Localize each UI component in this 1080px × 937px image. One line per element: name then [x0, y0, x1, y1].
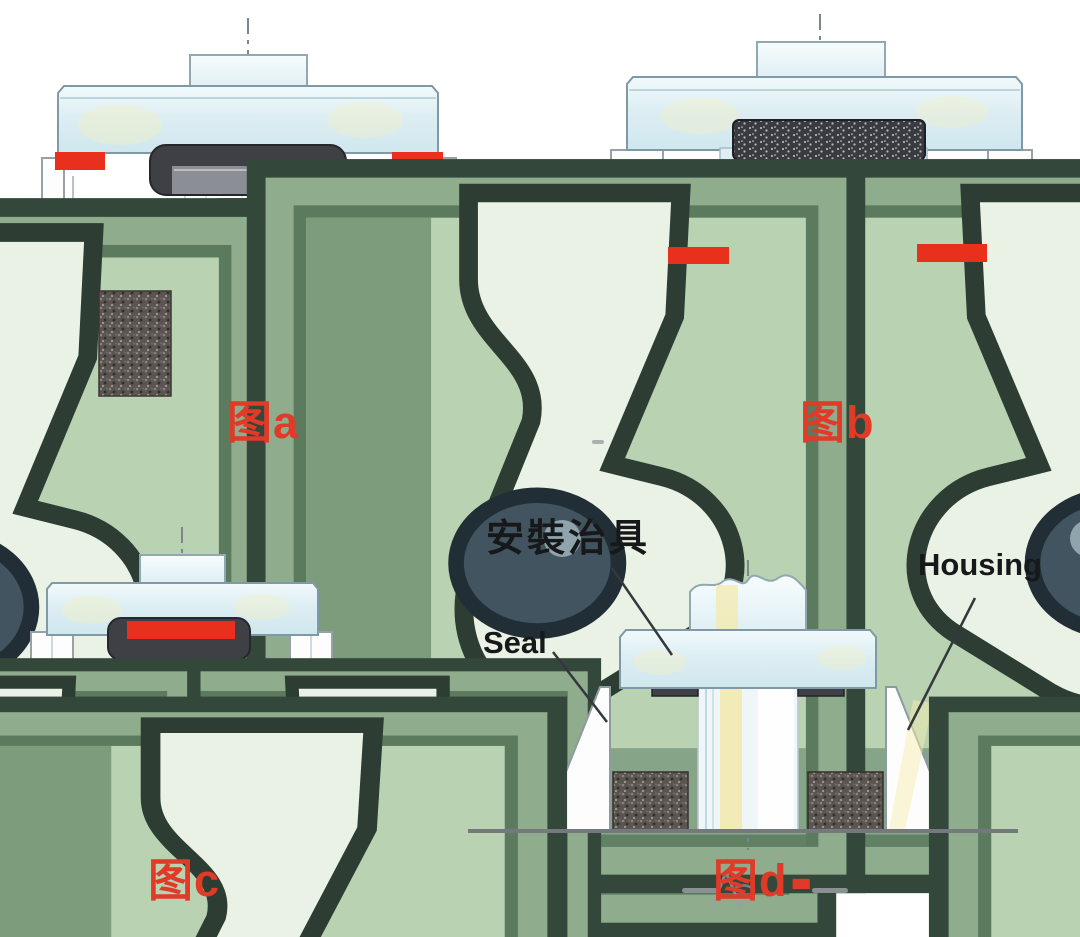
- red-highlight-mark: [55, 152, 105, 170]
- caption-figure-d-text: 图d: [713, 855, 788, 906]
- oil-seal: [939, 704, 1080, 937]
- seal-case-band: [732, 119, 926, 161]
- figure-b: [256, 14, 1080, 884]
- jig-leader-line: [610, 567, 674, 656]
- label-housing: Housing: [918, 547, 1042, 582]
- figure-d: [0, 560, 1080, 937]
- stray-mark: [592, 440, 604, 444]
- red-highlight-mark: [127, 621, 235, 639]
- knurled-section: [612, 771, 689, 831]
- press-tool: [619, 574, 877, 689]
- caption-figure-b: 图b: [800, 400, 875, 445]
- label-mounting-jig: 安裝治具: [486, 518, 651, 560]
- caption-figure-a-text: 图a: [227, 397, 300, 448]
- press-tool: [57, 54, 439, 154]
- oil-seal: [0, 704, 557, 937]
- caption-figure-a: 图a: [227, 400, 299, 445]
- seal-leader-line: [552, 651, 608, 723]
- caption-figure-b-text: 图b: [800, 397, 875, 448]
- caption-d-gray-marks: [682, 867, 848, 909]
- knurled-section: [98, 290, 172, 397]
- housing-leader-line: [906, 597, 977, 731]
- label-seal: Seal: [483, 625, 547, 660]
- caption-figure-d: 图d -: [713, 834, 812, 920]
- caption-figure-d-dash: -: [789, 828, 814, 925]
- caption-figure-c: 图c: [148, 858, 220, 903]
- red-highlight-mark: [668, 247, 729, 264]
- red-highlight-mark: [917, 244, 987, 262]
- knurled-section: [807, 771, 884, 831]
- red-highlight-mark: [392, 152, 443, 170]
- caption-figure-c-text: 图c: [148, 855, 221, 906]
